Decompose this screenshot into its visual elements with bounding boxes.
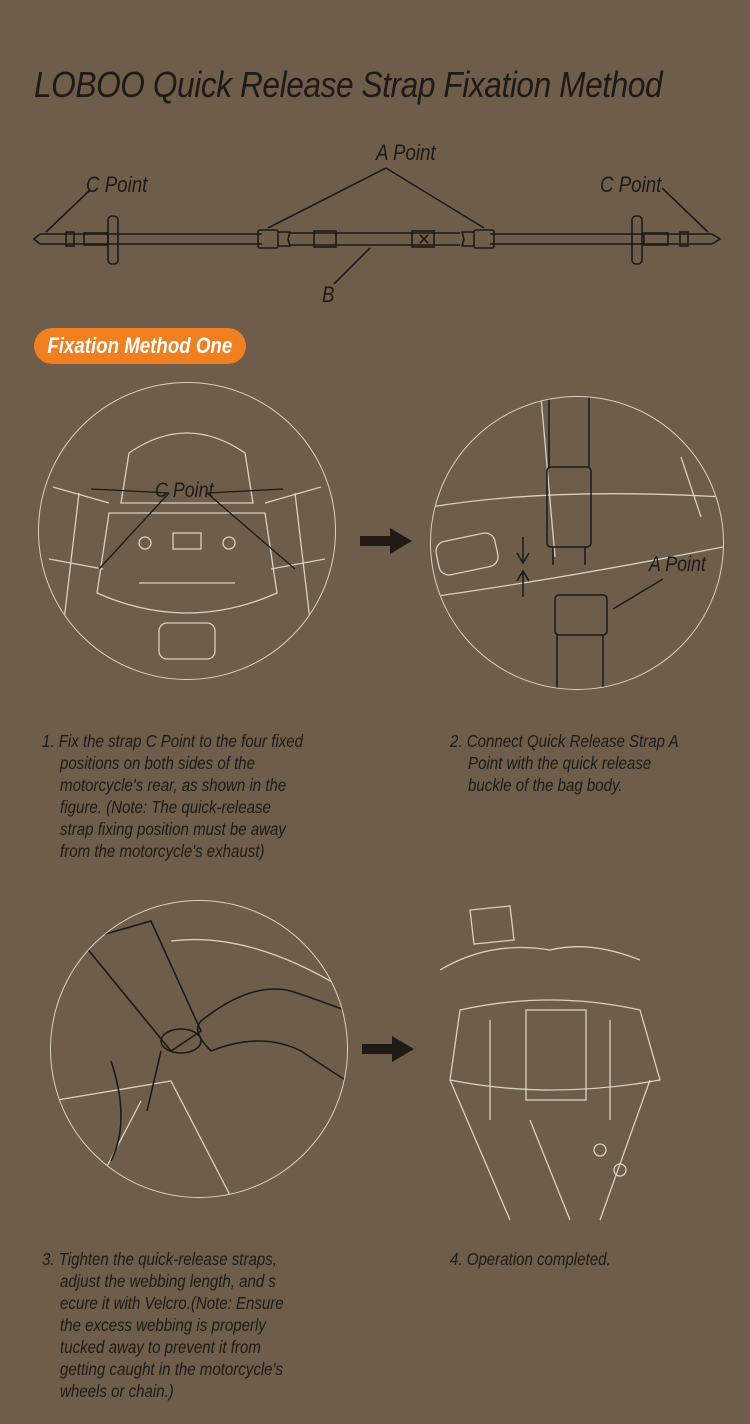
method-badge: Fixation Method One (34, 328, 246, 364)
step3-text: 3. Tighten the quick-release straps, adj… (42, 1248, 284, 1402)
c-point-right-label: C Point (600, 172, 662, 197)
step3-line: the excess webbing is properly (60, 1315, 266, 1335)
step1-text: 1. Fix the strap C Point to the four fix… (42, 730, 303, 862)
buckle-closeup-drawing (431, 397, 723, 689)
step1-c-point-label: C Point (155, 479, 214, 502)
arrow-right-icon (360, 528, 412, 559)
step3-line: adjust the webbing length, and s (60, 1271, 276, 1291)
motorcycle-rear-drawing (48, 432, 326, 664)
step1-illustration: C Point (38, 382, 336, 680)
step1-line: from the motorcycle's exhaust) (60, 841, 265, 861)
step3-line: wheels or chain.) (60, 1381, 174, 1401)
step2-text: 2. Connect Quick Release Strap A Point w… (450, 730, 679, 796)
step3-line: getting caught in the motorcycle's (60, 1359, 283, 1379)
step2-line: buckle of the bag body. (468, 775, 623, 795)
page-title: LOBOO Quick Release Strap Fixation Metho… (34, 64, 663, 105)
step1-line: strap fixing position must be away (60, 819, 286, 839)
step4-text: 4. Operation completed. (450, 1248, 611, 1270)
hand-tightening-drawing (51, 920, 347, 1197)
step1-line: positions on both sides of the (60, 753, 256, 773)
step4-line: 4. Operation completed. (450, 1249, 611, 1269)
step2-line: Point with the quick release (468, 753, 652, 773)
step1-line: motorcycle's rear, as shown in the (60, 775, 287, 795)
step3-line: 3. Tighten the quick-release straps, (42, 1249, 277, 1269)
step2-illustration: A Point (430, 396, 724, 690)
a-point-label: A Point (376, 140, 436, 165)
step3-line: tucked away to prevent it from (60, 1337, 261, 1357)
c-point-left-label: C Point (86, 172, 148, 197)
method-badge-text: Fixation Method One (47, 333, 233, 358)
step4-illustration (430, 900, 670, 1226)
step1-line: 1. Fix the strap C Point to the four fix… (42, 731, 303, 751)
step1-line: figure. (Note: The quick-release (60, 797, 271, 817)
mounted-bag-drawing (439, 905, 661, 1221)
step2-a-point-label: A Point (649, 553, 706, 576)
arrow-right-icon (362, 1036, 414, 1067)
strap-diagram: A Point C Point C Point B (0, 140, 750, 310)
strap-drawing (32, 167, 722, 285)
step2-line: 2. Connect Quick Release Strap A (450, 731, 679, 751)
step3-line: ecure it with Velcro.(Note: Ensure (60, 1293, 284, 1313)
b-label: B (322, 282, 335, 307)
step3-illustration (50, 900, 348, 1198)
